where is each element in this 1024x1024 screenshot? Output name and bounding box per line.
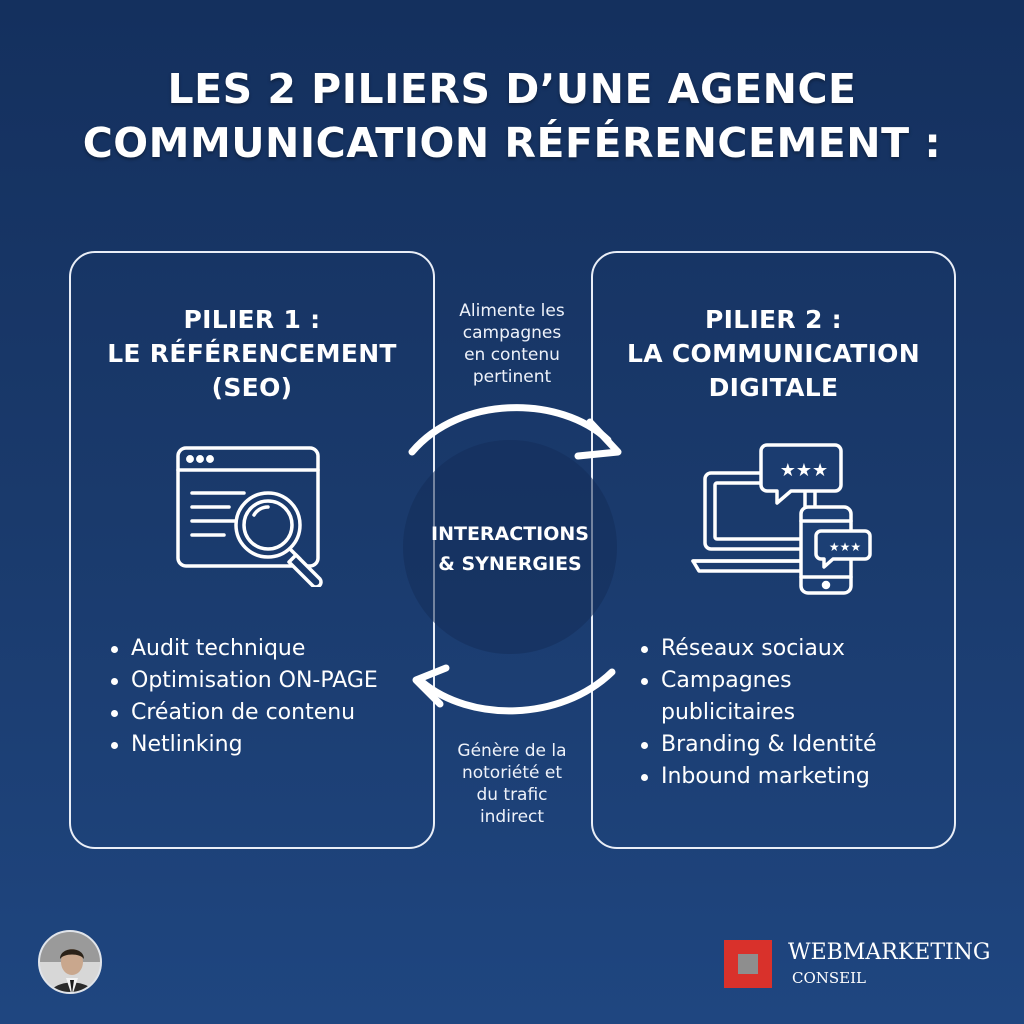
seo-browser-magnifier-icon bbox=[174, 445, 336, 591]
pillar-2-card: PILIER 2 : LA COMMUNICATION DIGITALE ★★★… bbox=[591, 251, 956, 849]
svg-text:★★★: ★★★ bbox=[780, 460, 828, 481]
flow-note-line: campagnes bbox=[462, 323, 562, 343]
flow-note-line: en contenu bbox=[464, 345, 560, 365]
flow-note-line: pertinent bbox=[472, 367, 552, 387]
synergy-label-line: INTERACTIONS bbox=[431, 523, 589, 545]
flow-note-top: Alimente les campagnes en contenu pertin… bbox=[432, 300, 592, 388]
pillar-2-heading-line: DIGITALE bbox=[708, 373, 839, 402]
arrow-to-left bbox=[418, 668, 616, 715]
pillar-2-heading-line: PILIER 2 : bbox=[705, 305, 842, 334]
flow-note-line: du trafic bbox=[476, 785, 548, 805]
flow-note-line: Alimente les bbox=[459, 301, 565, 321]
list-item: Audit technique bbox=[109, 633, 378, 665]
arrowhead-right-icon bbox=[574, 418, 622, 460]
pillar-2-heading-line: LA COMMUNICATION bbox=[627, 339, 920, 368]
pillar-1-list: Audit technique Optimisation ON-PAGE Cré… bbox=[109, 633, 378, 761]
pillar-2-heading: PILIER 2 : LA COMMUNICATION DIGITALE bbox=[593, 303, 954, 405]
list-item-continuation: publicitaires bbox=[639, 697, 877, 729]
pillar-1-heading: PILIER 1 : LE RÉFÉRENCEMENT (SEO) bbox=[71, 303, 433, 405]
pillar-1-card: PILIER 1 : LE RÉFÉRENCEMENT (SEO) Audit … bbox=[69, 251, 435, 849]
title-line-2: COMMUNICATION RÉFÉRENCEMENT : bbox=[82, 119, 942, 167]
title-line-1: LES 2 PILIERS D’UNE AGENCE bbox=[167, 65, 857, 113]
author-avatar bbox=[38, 930, 102, 994]
list-item: Création de contenu bbox=[109, 697, 378, 729]
flow-note-line: indirect bbox=[479, 807, 545, 827]
list-item: Optimisation ON-PAGE bbox=[109, 665, 378, 697]
list-item: Campagnes bbox=[639, 665, 877, 697]
flow-note-bottom: Génère de la notoriété et du trafic indi… bbox=[432, 740, 592, 828]
list-item-continuation-text: publicitaires bbox=[661, 700, 796, 725]
list-item: Réseaux sociaux bbox=[639, 633, 877, 665]
list-item: Netlinking bbox=[109, 729, 378, 761]
svg-text:★★★: ★★★ bbox=[829, 540, 861, 554]
pillar-2-list: Réseaux sociaux Campagnes publicitaires … bbox=[639, 633, 877, 793]
flow-note-line: notoriété et bbox=[461, 763, 563, 783]
list-item: Branding & Identité bbox=[639, 729, 877, 761]
synergy-label-line: & SYNERGIES bbox=[438, 553, 582, 575]
arrow-to-right bbox=[408, 404, 612, 456]
pillar-1-heading-line: LE RÉFÉRENCEMENT bbox=[107, 339, 397, 368]
synergy-label: INTERACTIONS & SYNERGIES bbox=[403, 519, 617, 579]
main-title: LES 2 PILIERS D’UNE AGENCE COMMUNICATION… bbox=[0, 62, 1024, 170]
pillar-1-heading-line: (SEO) bbox=[211, 373, 293, 402]
brand-logo-icon bbox=[724, 940, 772, 988]
list-item: Inbound marketing bbox=[639, 761, 877, 793]
brand-subtitle: CONSEIL bbox=[792, 969, 867, 987]
arrowhead-left-icon bbox=[412, 664, 450, 708]
laptop-phone-reviews-icon: ★★★ ★★★ bbox=[691, 441, 881, 605]
pillar-1-heading-line: PILIER 1 : bbox=[183, 305, 321, 334]
brand-name: WEBMARKETING bbox=[788, 940, 991, 965]
flow-note-line: Génère de la bbox=[457, 741, 567, 761]
synergy-circle bbox=[403, 440, 617, 654]
